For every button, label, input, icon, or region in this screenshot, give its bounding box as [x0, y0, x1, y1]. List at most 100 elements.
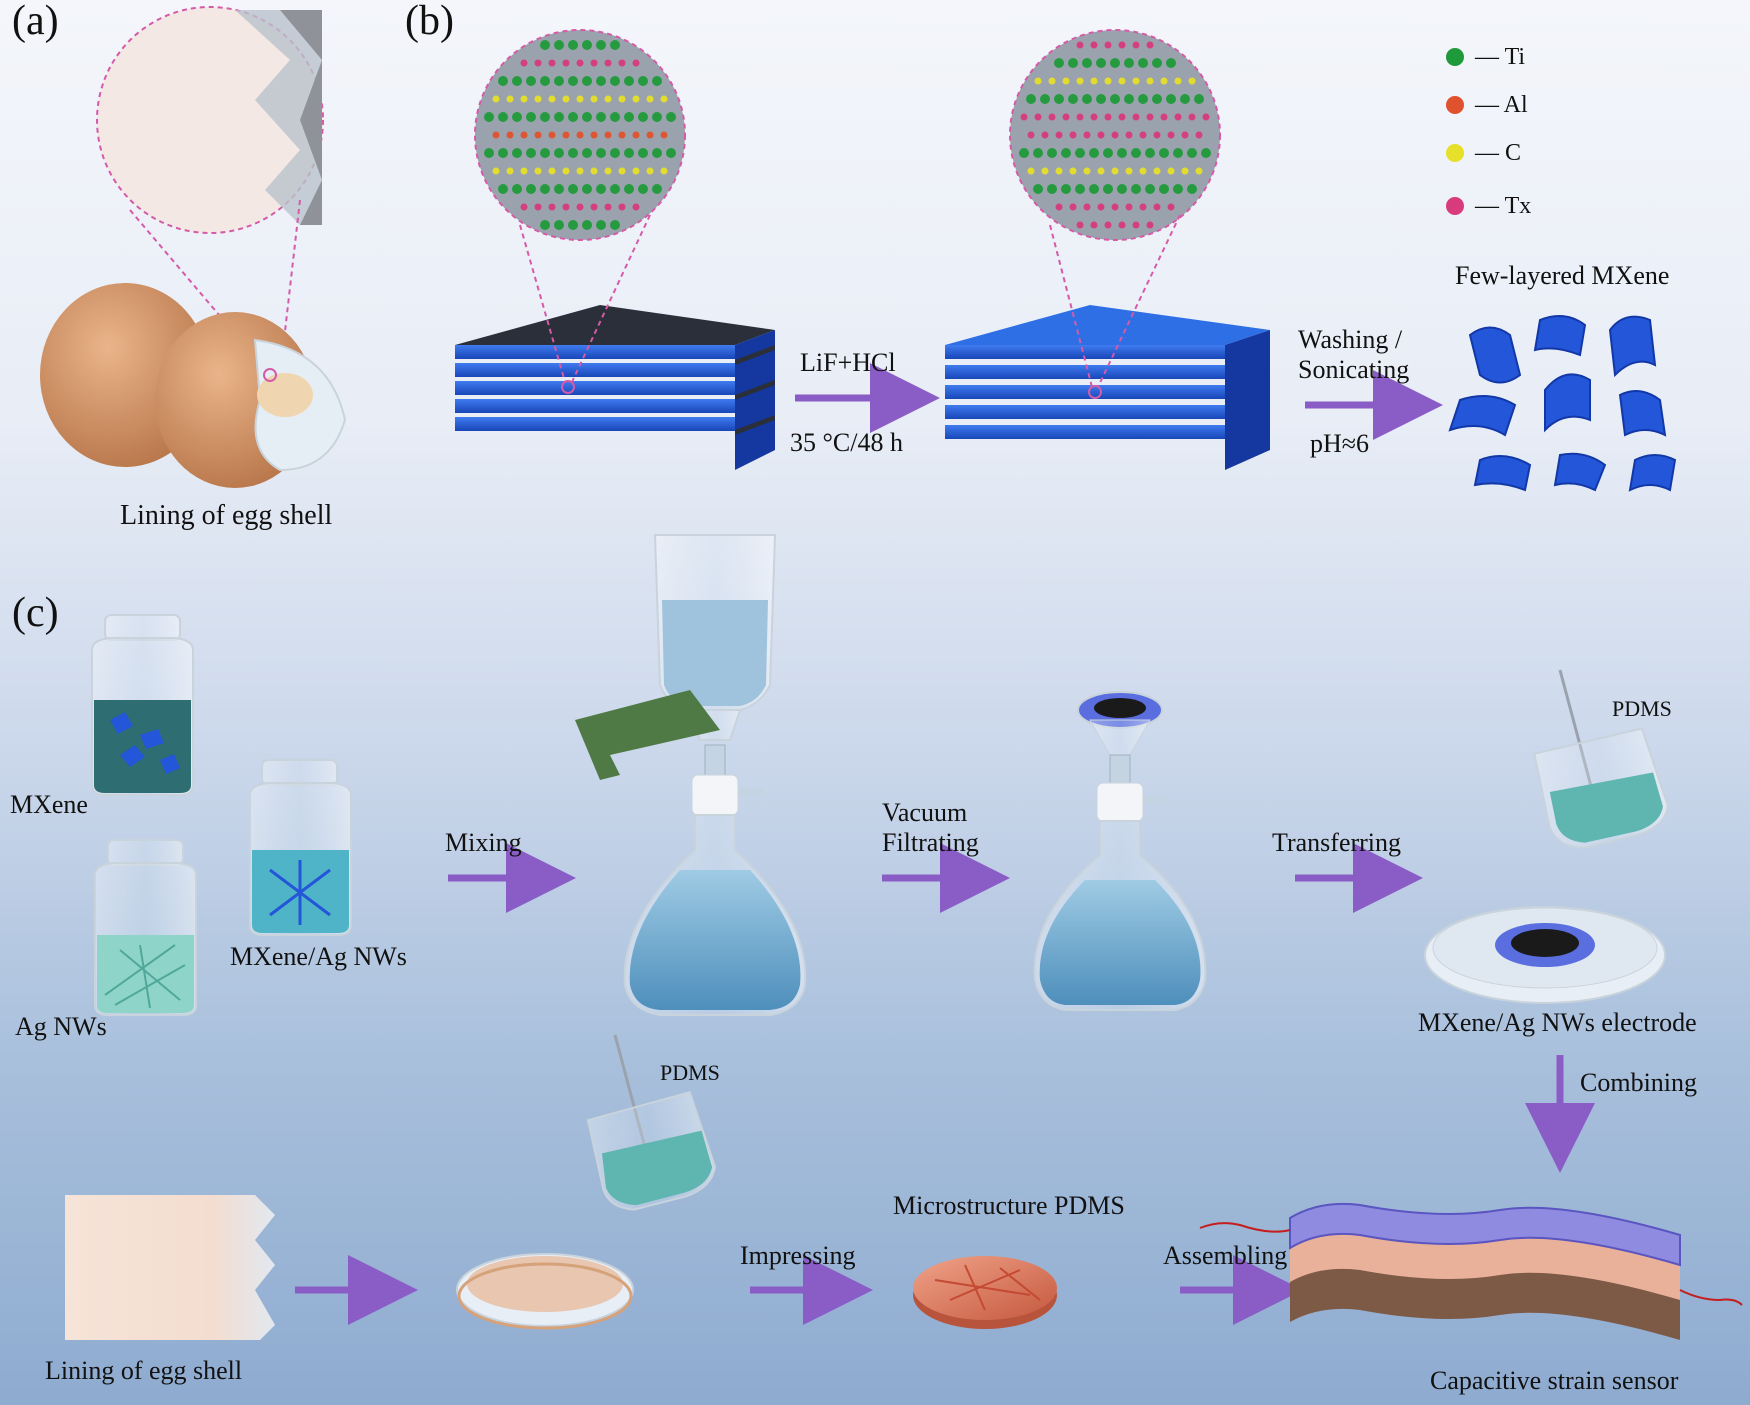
atom-dot — [1118, 77, 1126, 85]
atom-dot — [1089, 148, 1099, 158]
atom-dot — [582, 148, 592, 158]
atom-dot — [554, 112, 564, 122]
atom-dot — [1061, 184, 1071, 194]
transferring-label: Transferring — [1272, 828, 1402, 857]
atom-dot — [534, 167, 542, 175]
atom-dot — [562, 95, 570, 103]
atom-dot — [632, 167, 640, 175]
atom-dot — [1153, 167, 1161, 175]
atom-dot — [1068, 94, 1078, 104]
petri-dish-electrode — [1424, 906, 1666, 1004]
atom-dot — [1117, 184, 1127, 194]
atom-dot — [582, 76, 592, 86]
atom-dot — [610, 40, 620, 50]
atom-dot — [540, 184, 550, 194]
pdms-beaker-top — [1533, 669, 1669, 849]
atom-dot — [1034, 113, 1042, 121]
atom-dot — [624, 112, 634, 122]
atom-dot — [576, 167, 584, 175]
filtrating-label: Filtrating — [882, 828, 979, 857]
atom-dot — [1146, 41, 1154, 49]
atom-dot — [568, 220, 578, 230]
atom-dot — [1110, 94, 1120, 104]
atom-dot — [576, 95, 584, 103]
atom-dot — [1019, 148, 1029, 158]
atom-dot — [562, 203, 570, 211]
bottle-mxene — [91, 614, 194, 796]
atom-dot — [652, 148, 662, 158]
atom-dot — [512, 184, 522, 194]
atom-dot — [1153, 203, 1161, 211]
atom-dot — [512, 76, 522, 86]
atom-dot — [512, 148, 522, 158]
atom-dot — [1180, 94, 1190, 104]
atom-dot — [1054, 94, 1064, 104]
atom-dot — [548, 95, 556, 103]
legend-ti: — Ti — [1475, 44, 1526, 70]
atom-dot — [1097, 167, 1105, 175]
atom-dot — [604, 59, 612, 67]
ph-label: pH≈6 — [1310, 429, 1370, 458]
atom-dot — [1124, 94, 1134, 104]
atom-dot — [596, 148, 606, 158]
atom-dot — [610, 148, 620, 158]
atom-dot — [1202, 113, 1210, 121]
atom-dot — [1061, 148, 1071, 158]
atom-dot — [590, 95, 598, 103]
egg-lining-bottom-label: Lining of egg shell — [45, 1356, 243, 1385]
atom-dot — [596, 76, 606, 86]
atom-dot — [568, 76, 578, 86]
atom-dot — [1090, 77, 1098, 85]
atom-dot — [1048, 77, 1056, 85]
atom-dot — [1020, 113, 1028, 121]
bottle-mixture-label: MXene/Ag NWs — [230, 942, 407, 971]
atom-dot — [618, 59, 626, 67]
atom-dot — [624, 148, 634, 158]
atom-dot — [1110, 58, 1120, 68]
pdms-top-label: PDMS — [1612, 696, 1672, 721]
pdms-bottom-label: PDMS — [660, 1060, 720, 1085]
mxene-flakes — [1448, 315, 1677, 492]
atom-dot — [562, 131, 570, 139]
atom-dot — [1103, 184, 1113, 194]
atom-dot — [1160, 77, 1168, 85]
egg-zoom-circle — [96, 6, 324, 234]
atom-dot — [1117, 148, 1127, 158]
atom-dot — [1188, 77, 1196, 85]
atom-dot — [632, 59, 640, 67]
atom-dot — [652, 76, 662, 86]
atom-dot — [1083, 167, 1091, 175]
atom-dot — [1096, 94, 1106, 104]
atom-dot — [632, 203, 640, 211]
pdms-beaker-bottom — [586, 1034, 717, 1211]
egg-lining-sheet — [65, 1195, 275, 1340]
atom-dot — [506, 131, 514, 139]
legend-c: — C — [1475, 140, 1522, 166]
atom-dot — [1097, 131, 1105, 139]
few-layered-mxene-label: Few-layered MXene — [1455, 261, 1670, 290]
atom-dot — [1187, 148, 1197, 158]
atom-dot — [498, 112, 508, 122]
atom-dot — [526, 148, 536, 158]
atom-dot — [1125, 131, 1133, 139]
atom-dot — [638, 76, 648, 86]
atom-dot — [1138, 94, 1148, 104]
eggs-illustration — [40, 283, 347, 488]
atom-dot — [1083, 131, 1091, 139]
atom-dot — [568, 148, 578, 158]
atom-dot — [568, 184, 578, 194]
atom-legend-dots — [1446, 48, 1464, 215]
atom-dot — [1076, 221, 1084, 229]
zoom-line-b1-right — [571, 214, 651, 383]
atom-dot — [646, 131, 654, 139]
atom-dot — [610, 76, 620, 86]
atom-dot — [1090, 41, 1098, 49]
atom-dot — [660, 131, 668, 139]
atom-dot — [568, 40, 578, 50]
atom-dot — [1069, 167, 1077, 175]
atom-dot — [520, 131, 528, 139]
atom-dot — [1041, 167, 1049, 175]
atom-dot — [1159, 184, 1169, 194]
atom-dot — [1047, 148, 1057, 158]
atom-dot — [1111, 203, 1119, 211]
